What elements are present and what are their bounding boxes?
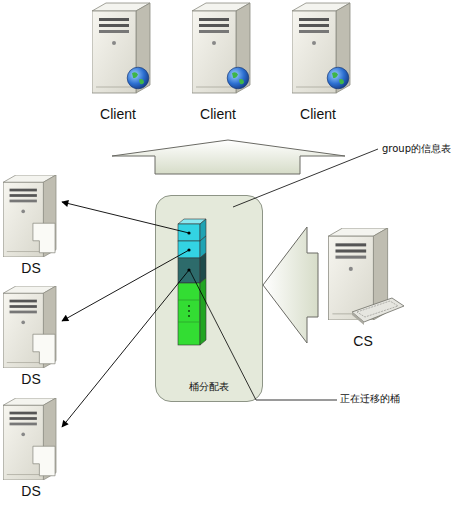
server-icon [92,3,150,93]
server-icon [292,3,350,93]
server-icon [3,398,56,480]
node-label: Client [100,106,136,122]
globe-icon [227,67,249,89]
block-arrow [112,140,345,174]
server-icon [192,3,250,93]
client-server: Client [282,0,354,122]
disk-panel [33,446,55,476]
node-label: Client [200,106,236,122]
node-label: CS [353,333,372,349]
node-label: DS [21,260,40,276]
data-server: DS [0,395,62,499]
block-arrow [263,227,318,343]
node-label: 桶分配表 [189,381,229,393]
callout-note: group的信息表 [382,143,451,155]
client-server: Client [182,0,254,122]
node-label: DS [21,371,40,387]
callout-note: 正在迁移的桶 [340,393,400,405]
bucket-table: 桶分配表 [155,195,263,402]
server-icon [328,228,387,320]
client-server: Client [82,0,154,122]
server-icon [3,175,56,257]
disk-panel [33,223,55,253]
data-server: DS [0,283,62,387]
data-server: DS [0,172,62,276]
node-label: DS [21,483,40,499]
globe-icon [327,67,349,89]
keyboard-icon [352,298,404,325]
server-icon [3,286,56,368]
node-label: Client [300,106,336,122]
disk-panel [33,334,55,364]
globe-icon [127,67,149,89]
config-server: CS [318,225,408,349]
